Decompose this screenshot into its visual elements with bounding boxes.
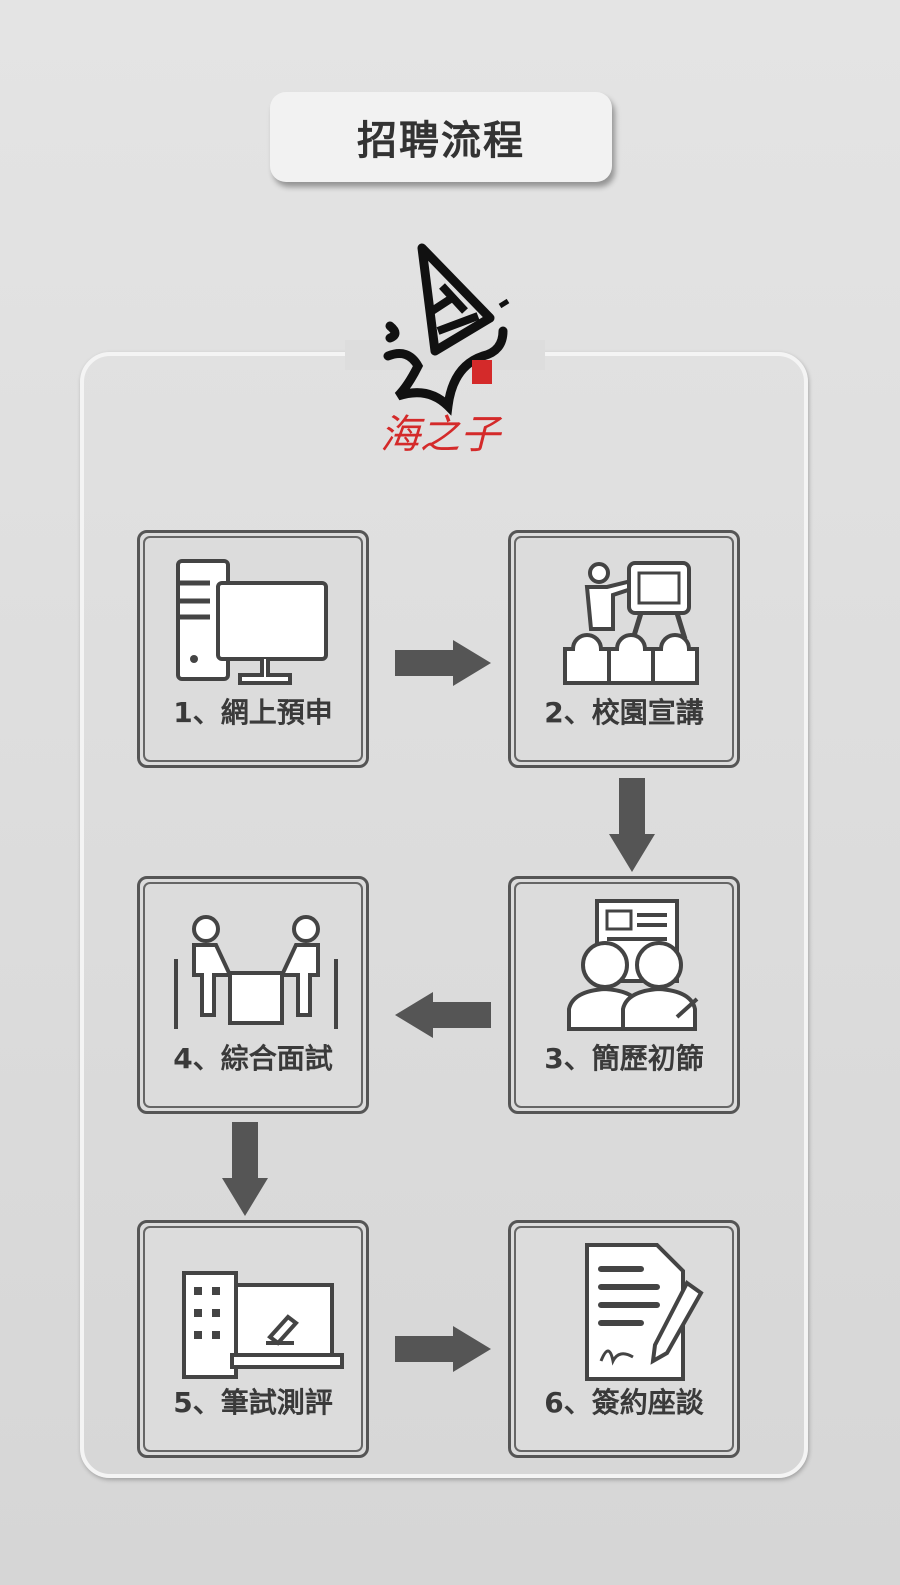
contract-signing-icon	[585, 1243, 704, 1381]
step-6-box: 6、簽約座談	[508, 1220, 740, 1458]
step-4-box: 4、綜合面試	[137, 876, 369, 1114]
step-3-label: 3、簡歷初篩	[544, 1042, 704, 1075]
resume-screening-icon	[567, 899, 699, 1031]
arrow-right-icon	[395, 640, 491, 686]
step-3-box: 3、簡歷初篩	[508, 876, 740, 1114]
written-test-icon	[182, 1271, 344, 1379]
computer-icon	[176, 559, 328, 685]
arrow-down-icon	[222, 1122, 268, 1216]
logo-text: 海之子	[380, 412, 503, 458]
arrow-down-icon	[609, 778, 655, 872]
step-1-label: 1、網上預申	[173, 696, 333, 729]
step-2-label: 2、校園宣講	[544, 696, 704, 729]
arrow-left-icon	[395, 992, 491, 1038]
presentation-icon	[563, 561, 699, 685]
interview-icon	[174, 915, 338, 1029]
step-5-label: 5、筆試測評	[173, 1386, 333, 1419]
page-title: 招聘流程	[270, 92, 612, 182]
step-2-box: 2、校園宣講	[508, 530, 740, 768]
company-logo: 海之子	[380, 243, 510, 458]
arrow-right-icon	[395, 1326, 491, 1372]
step-6-label: 6、簽約座談	[544, 1386, 704, 1419]
step-5-box: 5、筆試測評	[137, 1220, 369, 1458]
step-1-box: 1、網上預申	[137, 530, 369, 768]
step-4-label: 4、綜合面試	[173, 1042, 333, 1075]
